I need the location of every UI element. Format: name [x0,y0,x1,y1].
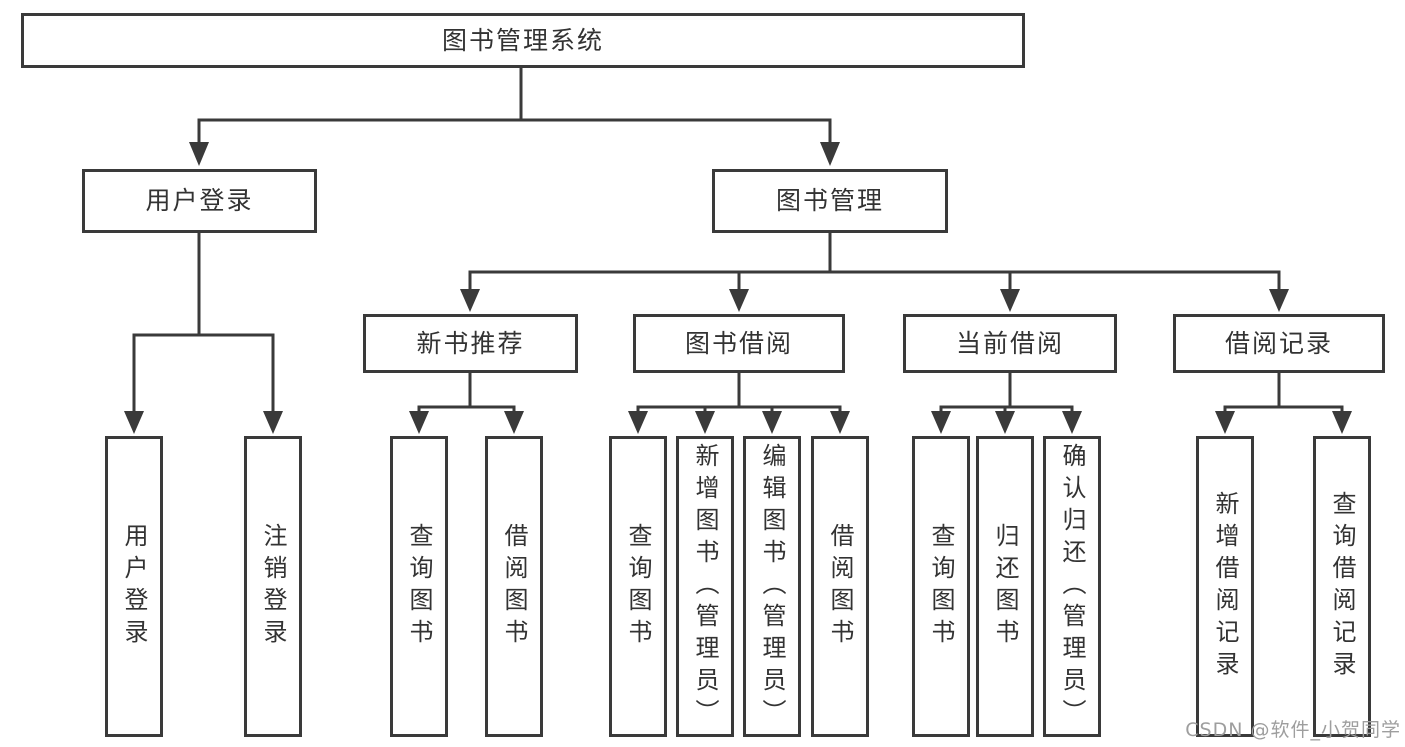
leaf-borrow-borrow-books: 借阅图书 [811,436,869,737]
node-label: 新增图书（管理员） [691,442,719,731]
leaf-borrow-edit-books-admin: 编辑图书（管理员） [743,436,801,737]
leaf-current-query-books: 查询图书 [912,436,970,737]
leaf-current-confirm-return-admin: 确认归还（管理员） [1043,436,1101,737]
node-label: 用户登录 [145,186,254,215]
leaf-user-login: 用户登录 [105,436,163,737]
leaf-recommend-borrow-books: 借阅图书 [485,436,543,737]
node-label: 新增借阅记录 [1211,490,1239,683]
connector-shafts [132,68,1344,413]
node-label: 查询图书 [927,522,955,651]
leaf-records-query-record: 查询借阅记录 [1313,436,1371,737]
node-label: 借阅图书 [826,522,854,651]
node-book-borrow: 图书借阅 [633,314,845,373]
leaf-records-add-record: 新增借阅记录 [1196,436,1254,737]
node-label: 图书管理 [775,186,884,215]
leaf-current-return-books: 归还图书 [976,436,1034,737]
node-label: 查询借阅记录 [1328,490,1356,683]
node-label: 图书借阅 [684,328,793,358]
csdn-watermark: CSDN @软件_小贺同学 [1185,719,1401,741]
node-current-borrow: 当前借阅 [903,314,1117,373]
node-label: 编辑图书（管理员） [758,442,786,731]
node-borrow-records: 借阅记录 [1173,314,1385,373]
node-label: 图书管理系统 [441,25,604,55]
node-label: 查询图书 [624,522,652,651]
node-label: 确认归还（管理员） [1058,442,1086,731]
leaf-borrow-query-books: 查询图书 [609,436,667,737]
node-user-login: 用户登录 [82,169,317,233]
node-label: 归还图书 [991,522,1019,651]
leaf-logout: 注销登录 [244,436,302,737]
node-label: 借阅记录 [1224,328,1333,358]
leaf-recommend-query-books: 查询图书 [390,436,448,737]
node-label: 当前借阅 [955,328,1064,358]
leaf-borrow-add-books-admin: 新增图书（管理员） [676,436,734,737]
node-label: 注销登录 [259,522,287,651]
node-root-system: 图书管理系统 [21,13,1025,68]
node-label: 借阅图书 [500,522,528,651]
node-book-management: 图书管理 [712,169,948,233]
node-label: 用户登录 [120,522,148,651]
node-label: 查询图书 [405,522,433,651]
node-new-book-recommend: 新书推荐 [363,314,578,373]
node-label: 新书推荐 [416,328,525,358]
